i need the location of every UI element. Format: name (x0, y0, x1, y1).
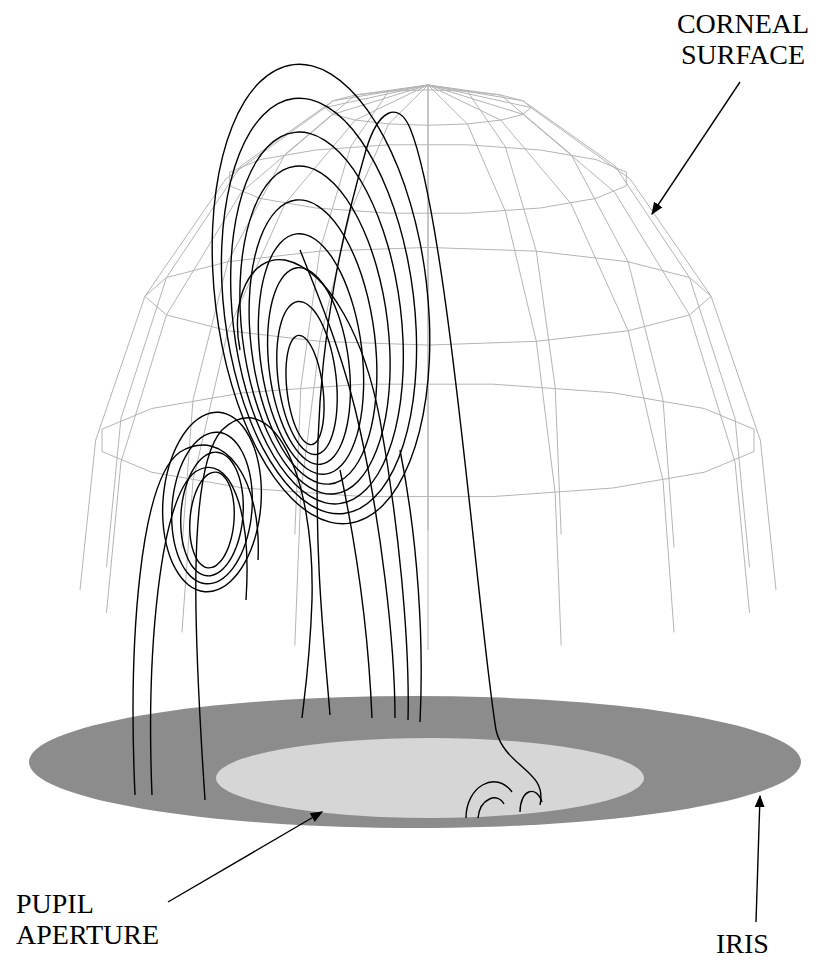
wireframe-line (428, 85, 674, 548)
streamline (340, 470, 372, 718)
wireframe-line (428, 85, 776, 590)
wireframe-line (428, 85, 674, 632)
streamline-loop (286, 335, 324, 444)
part-label: PUPIL APERTURE (16, 888, 216, 951)
streamline (400, 450, 421, 722)
streamline (466, 782, 512, 818)
streamline-loop (249, 200, 377, 484)
wireframe-line (106, 85, 428, 613)
streamline (520, 791, 542, 812)
leader-arrow (652, 82, 740, 214)
streamlines (133, 64, 542, 818)
leader-arrow (168, 812, 322, 902)
streamline-loop (240, 166, 390, 494)
wireframe-line (428, 85, 750, 567)
streamline-loop (258, 234, 363, 475)
wireframe-line (428, 85, 561, 645)
streamline (478, 798, 504, 818)
streamline-loop (190, 472, 235, 568)
streamline-loop (221, 98, 416, 514)
streamline (237, 260, 408, 720)
streamline (317, 112, 541, 805)
streamline-loop (268, 268, 351, 465)
streamline-loop (163, 412, 262, 592)
wireframe-line (102, 384, 754, 496)
wireframe-line (428, 85, 750, 613)
part-label: IRIS (716, 928, 816, 959)
wireframe-line (428, 85, 561, 535)
corneal-wireframe (80, 85, 776, 650)
wireframe-line (182, 85, 428, 632)
leader-arrow (756, 796, 760, 922)
part-label: CORNEAL SURFACE (668, 8, 818, 71)
streamline-loop (172, 432, 253, 584)
streamline-loop (212, 64, 430, 523)
wireframe-line (230, 145, 627, 213)
wireframe-line (182, 85, 428, 548)
iris-disc (29, 696, 801, 828)
streamline-loop (181, 452, 244, 576)
pupil-aperture (216, 738, 644, 818)
